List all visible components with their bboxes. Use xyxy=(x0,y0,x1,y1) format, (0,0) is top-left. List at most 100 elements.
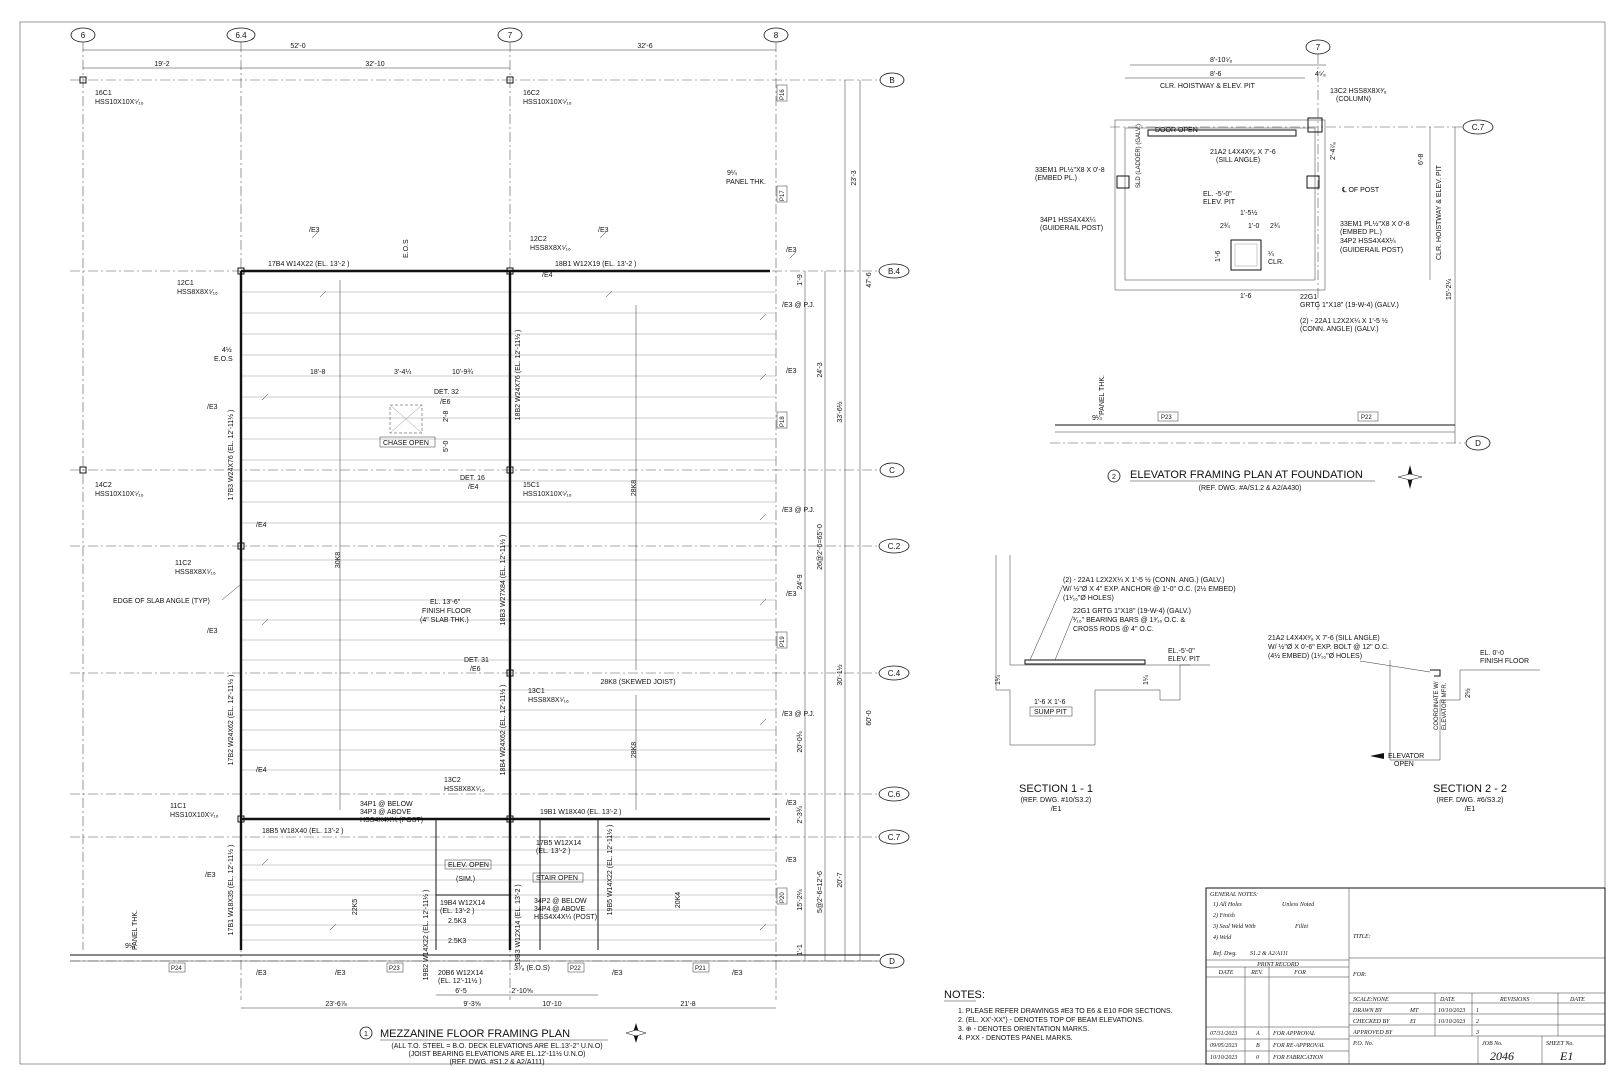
svg-text:EI: EI xyxy=(1409,1019,1417,1025)
svg-text:2: 2 xyxy=(1476,1019,1479,1025)
svg-text:(GUIDERAIL POST): (GUIDERAIL POST) xyxy=(1340,247,1403,254)
svg-text:FINISH FLOOR: FINISH FLOOR xyxy=(422,608,471,615)
svg-text:SECTION 2 - 2: SECTION 2 - 2 xyxy=(1433,783,1507,795)
north-arrow-icon xyxy=(1397,465,1423,489)
svg-text:18B3 W27X84 (EL. 12'-11½ ): 18B3 W27X84 (EL. 12'-11½ ) xyxy=(499,535,507,626)
grid-row-c7: C.7 xyxy=(878,829,910,845)
svg-text:22G1 GRTG 1"X18" (19-W-4) (GAL: 22G1 GRTG 1"X18" (19-W-4) (GALV.) xyxy=(1073,608,1191,615)
svg-text:/E4: /E4 xyxy=(542,272,553,279)
svg-text:(REF. DWG. #S1.2 & A2/A111): (REF. DWG. #S1.2 & A2/A111) xyxy=(449,1059,544,1066)
svg-text:E1: E1 xyxy=(1559,1049,1573,1063)
grid-col-6: 6 xyxy=(70,27,96,43)
svg-text:/E3: /E3 xyxy=(205,872,216,879)
svg-text:17B4 W14X22 (EL. 13'-2 ): 17B4 W14X22 (EL. 13'-2 ) xyxy=(268,261,350,268)
svg-text:C.7: C.7 xyxy=(888,833,901,842)
svg-text:5@2'-6=12'-6: 5@2'-6=12'-6 xyxy=(817,871,824,913)
svg-text:20'-7: 20'-7 xyxy=(837,872,844,887)
svg-text:26@2'-6=65'-0: 26@2'-6=65'-0 xyxy=(817,524,824,570)
svg-text:32'-10: 32'-10 xyxy=(365,61,384,68)
svg-text:19B2 W14X22 (EL. 12'-11½ ): 19B2 W14X22 (EL. 12'-11½ ) xyxy=(422,890,430,981)
svg-text:1'-0: 1'-0 xyxy=(1248,223,1260,230)
svg-text:6'-8: 6'-8 xyxy=(1418,153,1425,165)
svg-text:9¼: 9¼ xyxy=(125,943,135,950)
svg-text:DATE: DATE xyxy=(1218,970,1234,976)
svg-text:1'-9: 1'-9 xyxy=(797,274,804,286)
elevator-plan: 7 C.7 D 8'-10⁵⁄₈ 8'-6 4⁵⁄₈ CLR. HOISTWAY… xyxy=(1035,39,1494,492)
svg-text:34P4 @ ABOVE: 34P4 @ ABOVE xyxy=(534,906,585,913)
svg-text:6: 6 xyxy=(81,31,86,40)
svg-text:07/31/2023: 07/31/2023 xyxy=(1210,1031,1237,1037)
svg-text:(SILL ANGLE): (SILL ANGLE) xyxy=(1216,157,1260,164)
svg-text:(EMBED PL.): (EMBED PL.) xyxy=(1340,229,1382,236)
svg-text:3. ⊕ - DENOTES ORIENTATION MAR: 3. ⊕ - DENOTES ORIENTATION MARKS. xyxy=(958,1026,1089,1033)
svg-text:1'-5½: 1'-5½ xyxy=(1240,209,1257,217)
grid-col-7-plan2: 7 xyxy=(1305,39,1331,55)
svg-text:A: A xyxy=(1255,1031,1260,1037)
svg-text:(4" SLAB THK.): (4" SLAB THK.) xyxy=(420,617,469,624)
svg-text:FOR RE-APPROVAL: FOR RE-APPROVAL xyxy=(1272,1043,1325,1049)
svg-text:C.4: C.4 xyxy=(888,669,901,678)
svg-text:18B5 W18X40 (EL. 13'-2 ): 18B5 W18X40 (EL. 13'-2 ) xyxy=(262,828,344,835)
svg-text:12C1: 12C1 xyxy=(177,280,194,287)
svg-text:(REF. DWG. #10/S3.2): (REF. DWG. #10/S3.2) xyxy=(1021,797,1092,804)
svg-text:SECTION 1 - 1: SECTION 1 - 1 xyxy=(1019,783,1093,795)
svg-text:DOOR OPEN: DOOR OPEN xyxy=(1155,127,1198,134)
svg-text:60'-0: 60'-0 xyxy=(866,710,873,725)
svg-text:(2) - 22A1 L2X2X¼ X 1'-5 ½: (2) - 22A1 L2X2X¼ X 1'-5 ½ xyxy=(1300,317,1388,325)
svg-text:MT: MT xyxy=(1409,1008,1419,1014)
svg-text:17B1 W18X35 (EL. 12'-11½ ): 17B1 W18X35 (EL. 12'-11½ ) xyxy=(227,845,235,936)
svg-text:TITLE:: TITLE: xyxy=(1353,934,1371,940)
svg-text:13C1: 13C1 xyxy=(528,688,545,695)
svg-text:5'-0: 5'-0 xyxy=(443,440,450,452)
svg-text:18B1 W12X19 (EL. 13'-2 ): 18B1 W12X19 (EL. 13'-2 ) xyxy=(555,261,637,268)
column-13c2 xyxy=(1307,117,1323,133)
svg-text:NOTES:: NOTES: xyxy=(944,989,985,1001)
svg-text:/E3: /E3 xyxy=(732,970,743,977)
svg-text:¼: ¼ xyxy=(1268,251,1274,258)
svg-text:22G1: 22G1 xyxy=(1300,294,1317,301)
svg-text:7: 7 xyxy=(508,31,513,40)
svg-text:1'-6 X 1'-6: 1'-6 X 1'-6 xyxy=(1034,699,1066,706)
svg-text:1) All Holes: 1) All Holes xyxy=(1213,901,1243,908)
svg-text:(4½ EMBED) (1¹⁄₁₆"Ø HOLES): (4½ EMBED) (1¹⁄₁₆"Ø HOLES) xyxy=(1268,652,1362,660)
svg-text:8'-6: 8'-6 xyxy=(1210,71,1222,78)
svg-text:HSS10X10X⁵⁄₁₆: HSS10X10X⁵⁄₁₆ xyxy=(95,99,144,106)
svg-text:C.6: C.6 xyxy=(888,790,901,799)
svg-text:DET. 32: DET. 32 xyxy=(434,389,459,396)
svg-text:2: 2 xyxy=(1112,474,1116,481)
svg-text:FINISH FLOOR: FINISH FLOOR xyxy=(1480,658,1529,665)
svg-text:17B3 W24X76 (EL. 12'-11½ ): 17B3 W24X76 (EL. 12'-11½ ) xyxy=(227,410,235,501)
svg-text:P23: P23 xyxy=(1161,415,1172,421)
svg-text:JOB No.: JOB No. xyxy=(1482,1041,1503,1047)
svg-text:23'-3: 23'-3 xyxy=(851,170,858,185)
svg-text:2¾: 2¾ xyxy=(1220,223,1230,230)
svg-text:28K8: 28K8 xyxy=(631,742,638,758)
svg-text:33EM1 PL½"X8 X 0'-8: 33EM1 PL½"X8 X 0'-8 xyxy=(1340,220,1410,228)
svg-text:8: 8 xyxy=(774,31,779,40)
svg-text:(ALL T.O. STEEL = B.O. DECK EL: (ALL T.O. STEEL = B.O. DECK ELEVATIONS A… xyxy=(391,1043,602,1050)
svg-text:CHASE OPEN: CHASE OPEN xyxy=(383,440,429,447)
svg-text:22K5: 22K5 xyxy=(352,899,359,915)
svg-text:HSS10X10X⁵⁄₁₆: HSS10X10X⁵⁄₁₆ xyxy=(170,812,219,819)
grid-col-8: 8 xyxy=(763,27,789,43)
svg-text:/E1: /E1 xyxy=(1465,806,1476,813)
svg-text:EL.-5'-0": EL.-5'-0" xyxy=(1168,648,1195,655)
svg-text:EL. 13'-6": EL. 13'-6" xyxy=(430,599,461,606)
svg-text:20B6 W12X14: 20B6 W12X14 xyxy=(438,970,483,977)
svg-text:HSS10X10X⁵⁄₁₆: HSS10X10X⁵⁄₁₆ xyxy=(523,491,572,498)
svg-text:/E3: /E3 xyxy=(207,404,218,411)
svg-text:COORDINATE W/: COORDINATE W/ xyxy=(1434,681,1440,730)
svg-text:7: 7 xyxy=(1316,43,1321,52)
svg-text:P17: P17 xyxy=(780,190,786,201)
svg-text:PANEL THK.: PANEL THK. xyxy=(132,910,139,950)
svg-text:PANEL THK.: PANEL THK. xyxy=(726,179,766,186)
svg-text:W/ ½"Ø X 4" EXP. ANCHOR @ 1'-0: W/ ½"Ø X 4" EXP. ANCHOR @ 1'-0" O.C. (2½… xyxy=(1063,585,1236,593)
svg-text:DATE: DATE xyxy=(1439,997,1455,1003)
svg-text:P23: P23 xyxy=(389,966,400,972)
svg-text:B.4: B.4 xyxy=(888,267,901,276)
svg-text:APPROVED BY: APPROVED BY xyxy=(1352,1030,1393,1036)
svg-text:1. PLEASE REFER DRAWINGS #E3 T: 1. PLEASE REFER DRAWINGS #E3 TO E6 & E10… xyxy=(958,1008,1173,1015)
svg-text:SLD (LADDER) (GALV.): SLD (LADDER) (GALV.) xyxy=(1136,124,1142,188)
svg-text:E.O.S: E.O.S xyxy=(403,239,410,258)
svg-text:1¼: 1¼ xyxy=(1143,675,1150,685)
